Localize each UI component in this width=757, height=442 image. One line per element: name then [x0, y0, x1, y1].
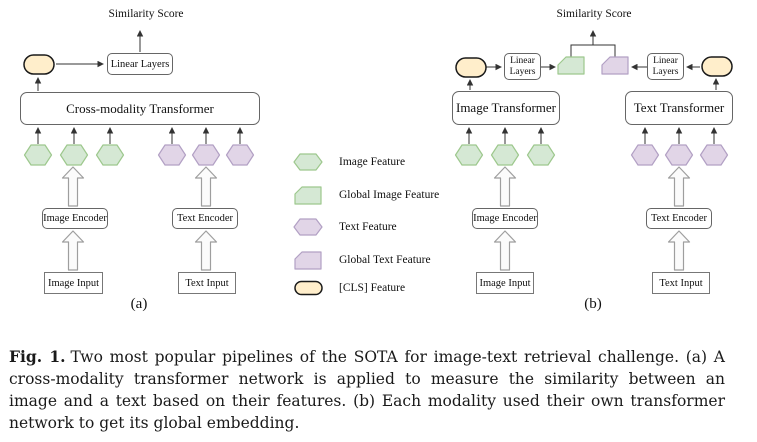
- text-feature-hexagons-b: [630, 144, 729, 166]
- cls-feature-oval-a: [23, 54, 55, 75]
- image-input-box-b: Image Input: [476, 272, 534, 294]
- legend-item-global-image-feature: Global Image Feature: [292, 185, 439, 205]
- legend-item-cls-feature: [CLS] Feature: [292, 278, 405, 298]
- caption-text: Two most popular pipelines of the SOTA f…: [9, 348, 725, 432]
- caption-figure-number: Fig. 1.: [9, 347, 66, 366]
- cross-modality-transformer-box: Cross-modality Transformer: [20, 92, 260, 125]
- block-arrow: [61, 166, 85, 207]
- merge-bracket: [570, 44, 616, 57]
- linear-layers-box-b-left: Linear Layers: [504, 53, 541, 80]
- image-feature-hexagon: [59, 144, 89, 166]
- global-text-feature-icon: [294, 251, 322, 270]
- text-feature-hexagons-a: [157, 144, 255, 166]
- text-input-box-a: Text Input: [178, 272, 236, 294]
- similarity-score-label-b: Similarity Score: [556, 8, 632, 20]
- legend-label: [CLS] Feature: [339, 282, 406, 294]
- global-image-feature-icon: [294, 186, 322, 205]
- block-arrow: [493, 166, 517, 207]
- image-transformer-box: Image Transformer: [452, 91, 560, 125]
- text-feature-hexagon: [699, 144, 729, 166]
- image-feature-hexagon: [95, 144, 125, 166]
- image-feature-hexagon: [526, 144, 556, 166]
- diagram-canvas: [23, 30, 733, 271]
- cls-feature-oval-b-left: [455, 57, 487, 78]
- block-arrow: [194, 230, 218, 271]
- image-feature-hexagon: [454, 144, 484, 166]
- cls-feature-oval-b-right: [701, 56, 733, 77]
- linear-layers-box-a: Linear Layers: [107, 53, 173, 75]
- image-encoder-box-a: Image Encoder: [42, 208, 108, 229]
- image-feature-hexagon: [23, 144, 53, 166]
- similarity-score-label-a: Similarity Score: [108, 8, 184, 20]
- legend-item-text-feature: Text Feature: [292, 217, 397, 237]
- image-feature-hexagons-a: [23, 144, 125, 166]
- linear-layers-box-b-right: Linear Layers: [647, 53, 684, 80]
- image-input-box-a: Image Input: [44, 272, 103, 294]
- legend-label: Image Feature: [339, 156, 406, 168]
- image-feature-hexagons-b: [454, 144, 556, 166]
- panel-label-b: (b): [584, 296, 602, 312]
- text-feature-hexagon: [157, 144, 187, 166]
- panel-b-arrows: [465, 30, 720, 144]
- legend-item-global-text-feature: Global Text Feature: [292, 250, 431, 270]
- text-transformer-box: Text Transformer: [625, 91, 733, 125]
- panel-label-a: (a): [130, 296, 148, 312]
- figure-caption: Fig. 1.Two most popular pipelines of the…: [9, 346, 725, 434]
- block-arrow: [194, 166, 218, 207]
- block-arrows-a: [61, 166, 218, 271]
- text-feature-hexagon: [225, 144, 255, 166]
- global-image-feature-shape: [557, 56, 585, 75]
- block-arrow: [667, 166, 691, 207]
- legend-item-image-feature: Image Feature: [292, 152, 405, 172]
- block-arrows-b: [493, 166, 691, 271]
- text-feature-hexagon: [191, 144, 221, 166]
- image-feature-hexagon-icon: [293, 153, 323, 171]
- legend-label: Global Image Feature: [339, 189, 440, 201]
- block-arrow: [493, 230, 517, 271]
- text-feature-hexagon: [630, 144, 660, 166]
- block-arrow: [667, 230, 691, 271]
- legend-label: Text Feature: [339, 221, 397, 233]
- global-text-feature-shape: [601, 56, 629, 75]
- cls-feature-oval-icon: [294, 280, 323, 296]
- text-input-box-b: Text Input: [652, 272, 710, 294]
- image-encoder-box-b: Image Encoder: [472, 208, 538, 229]
- legend-label: Global Text Feature: [339, 254, 431, 266]
- block-arrow: [61, 230, 85, 271]
- image-feature-hexagon: [490, 144, 520, 166]
- text-encoder-box-b: Text Encoder: [646, 208, 712, 229]
- text-feature-hexagon-icon: [293, 218, 323, 236]
- panel-a-arrows: [34, 30, 244, 144]
- text-encoder-box-a: Text Encoder: [172, 208, 238, 229]
- text-feature-hexagon: [664, 144, 694, 166]
